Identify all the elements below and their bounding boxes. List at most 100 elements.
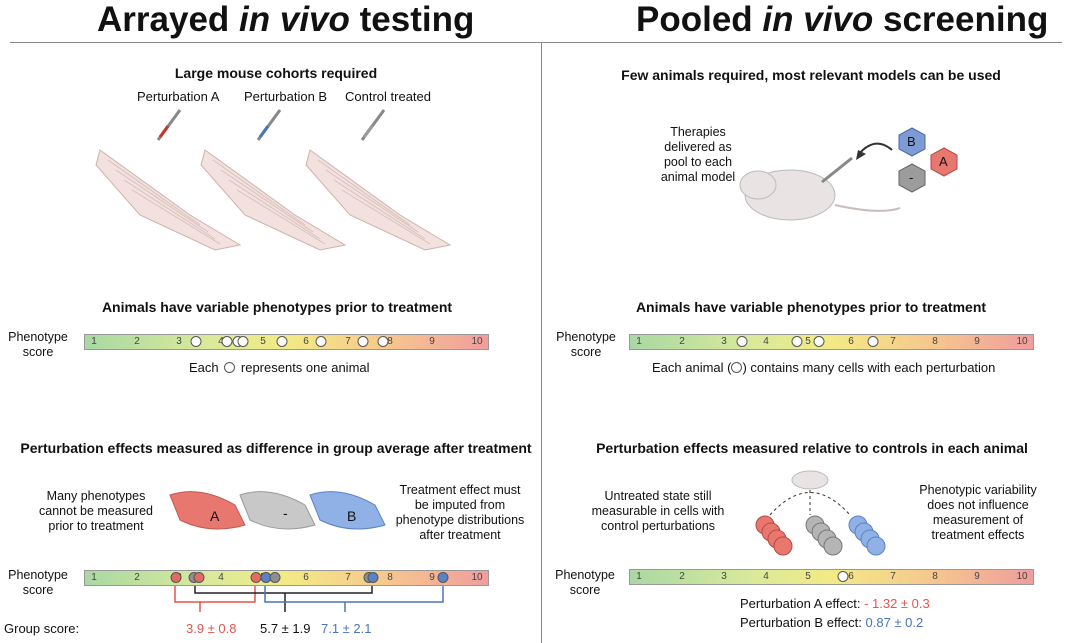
- group-score-b: 7.1 ± 2.1: [321, 621, 372, 636]
- animal-marker-a: [193, 572, 205, 583]
- scale-tick: 6: [303, 572, 309, 583]
- scale-tick: 1: [91, 572, 97, 583]
- left-s2-title: Animals have variable phenotypes prior t…: [101, 299, 453, 315]
- mouse-group-a-icon: [169, 491, 246, 530]
- scale-tick: 8: [932, 336, 938, 347]
- scale-tick: 7: [890, 336, 896, 347]
- small-mouse-icon: [769, 470, 851, 516]
- mouse-cohort-control-icon: [305, 109, 452, 251]
- right-s2-caption: Each animal () contains many cells with …: [652, 360, 996, 375]
- scale-tick: 4: [218, 335, 224, 349]
- scale-tick: 9: [974, 336, 980, 347]
- left-s3-left-text: Many phenotypes cannot be measured prior…: [39, 489, 153, 533]
- right-s1-title: Few animals required, most relevant mode…: [621, 67, 1001, 83]
- animal-marker: [276, 336, 288, 347]
- right-s3-title: Perturbation effects measured relative t…: [596, 440, 1028, 456]
- scale-tick: 9: [429, 572, 435, 583]
- left-s1-title: Large mouse cohorts required: [174, 65, 378, 81]
- scale-tick: 4: [763, 336, 769, 347]
- left-post-scale: 1 2 3 4 5 6 7 8 9 10: [84, 570, 489, 586]
- left-title: Arrayed in vivo testing: [97, 0, 475, 39]
- scale-tick: 2: [134, 572, 140, 583]
- scale-tick: 4: [763, 571, 769, 582]
- left-s2-caption: Each represents one animal: [189, 360, 370, 375]
- scale-tick: 3: [721, 336, 727, 347]
- right-pre-scale: 1 2 3 4 5 6 7 8 9 10: [629, 334, 1034, 350]
- animal-marker: [377, 336, 389, 347]
- scale-tick: 2: [134, 336, 140, 347]
- effect-a-label: Perturbation A effect: - 1.32 ± 0.3: [740, 596, 930, 611]
- mouse-letter-control: -: [283, 505, 288, 521]
- animal-marker: [791, 336, 803, 347]
- label-perturbation-b: Perturbation B: [244, 89, 328, 104]
- scale-tick: 8: [387, 572, 393, 583]
- left-pre-scale: 1 2 3 4 5 6 7 8 9 10: [84, 334, 489, 350]
- animal-marker: [867, 336, 879, 347]
- label-control-treated: Control treated: [345, 89, 431, 104]
- scale-tick: 10: [1016, 336, 1028, 347]
- animal-marker: [736, 336, 748, 347]
- scale-tick: 9: [974, 571, 980, 582]
- scale-tick: 8: [932, 571, 938, 582]
- scale-tick: 2: [679, 571, 685, 582]
- right-s2-title: Animals have variable phenotypes prior t…: [635, 299, 987, 315]
- left-s3-right-text: Treatment effect must be imputed from ph…: [395, 483, 525, 542]
- blue-cell-stack-icon: [848, 515, 886, 556]
- animal-marker-b: [367, 572, 379, 583]
- control-marker: [837, 571, 849, 582]
- hexagon-a-icon: [930, 147, 958, 177]
- scale-tick: 3: [721, 571, 727, 582]
- mouse-cohort-a-icon: [95, 109, 242, 251]
- red-cell-stack-icon: [755, 515, 793, 556]
- animal-marker: [221, 336, 233, 347]
- scale-tick: 2: [679, 336, 685, 347]
- scale-tick: 5: [805, 571, 811, 582]
- mouse-group-control-icon: [239, 491, 316, 530]
- scale-tick: 1: [91, 336, 97, 347]
- column-divider: [541, 43, 542, 643]
- hexagon-control-letter: -: [909, 170, 914, 185]
- hexagon-a-letter: A: [939, 154, 948, 169]
- scale-tick: 10: [1016, 571, 1028, 582]
- scale-tick: 8: [387, 336, 393, 347]
- group-score-control: 5.7 ± 1.9: [260, 621, 311, 636]
- animal-marker-a: [170, 572, 182, 583]
- group-score-label: Group score:: [4, 621, 80, 636]
- scale-tick: 10: [471, 336, 483, 347]
- right-title: Pooled in vivo screening: [636, 0, 1049, 39]
- mouse-model-icon: [739, 142, 901, 221]
- group-score-a: 3.9 ± 0.8: [186, 621, 237, 636]
- mouse-letter-a: A: [210, 508, 220, 524]
- scale-tick: 4: [218, 572, 224, 583]
- animal-circle-icon: [224, 362, 236, 373]
- scale-tick: 6: [303, 336, 309, 347]
- animal-circle-icon: [731, 362, 743, 373]
- scale-tick: 6: [848, 571, 854, 582]
- animal-marker-b: [437, 572, 449, 583]
- scale-tick: 1: [636, 336, 642, 347]
- header-divider: [10, 42, 1062, 43]
- effect-b-label: Perturbation B effect: 0.87 ± 0.2: [740, 615, 924, 630]
- hexagon-b-icon: [898, 127, 926, 157]
- scale-tick: 5: [260, 336, 266, 347]
- animal-marker: [357, 336, 369, 347]
- hexagon-b-letter: B: [907, 134, 916, 149]
- animal-marker: [813, 336, 825, 347]
- right-s3-left-text: Untreated state still measurable in cell…: [591, 489, 725, 533]
- scale-tick: 1: [636, 571, 642, 582]
- animal-marker: [315, 336, 327, 347]
- animal-marker: [237, 336, 249, 347]
- animal-marker: [190, 336, 202, 347]
- scale-tick: 7: [345, 572, 351, 583]
- right-s3-right-text: Phenotypic variability does not influenc…: [919, 483, 1037, 542]
- hexagon-control-icon: [898, 163, 926, 193]
- scale-tick: 7: [345, 336, 351, 347]
- scale-tick: 10: [471, 572, 483, 583]
- left-s3-title: Perturbation effects measured as differe…: [20, 440, 532, 456]
- right-post-scale: 1 2 3 4 5 6 7 8 9 10: [629, 569, 1034, 585]
- therapies-text: Therapies delivered as pool to each anim…: [660, 125, 736, 184]
- scale-tick: 7: [890, 571, 896, 582]
